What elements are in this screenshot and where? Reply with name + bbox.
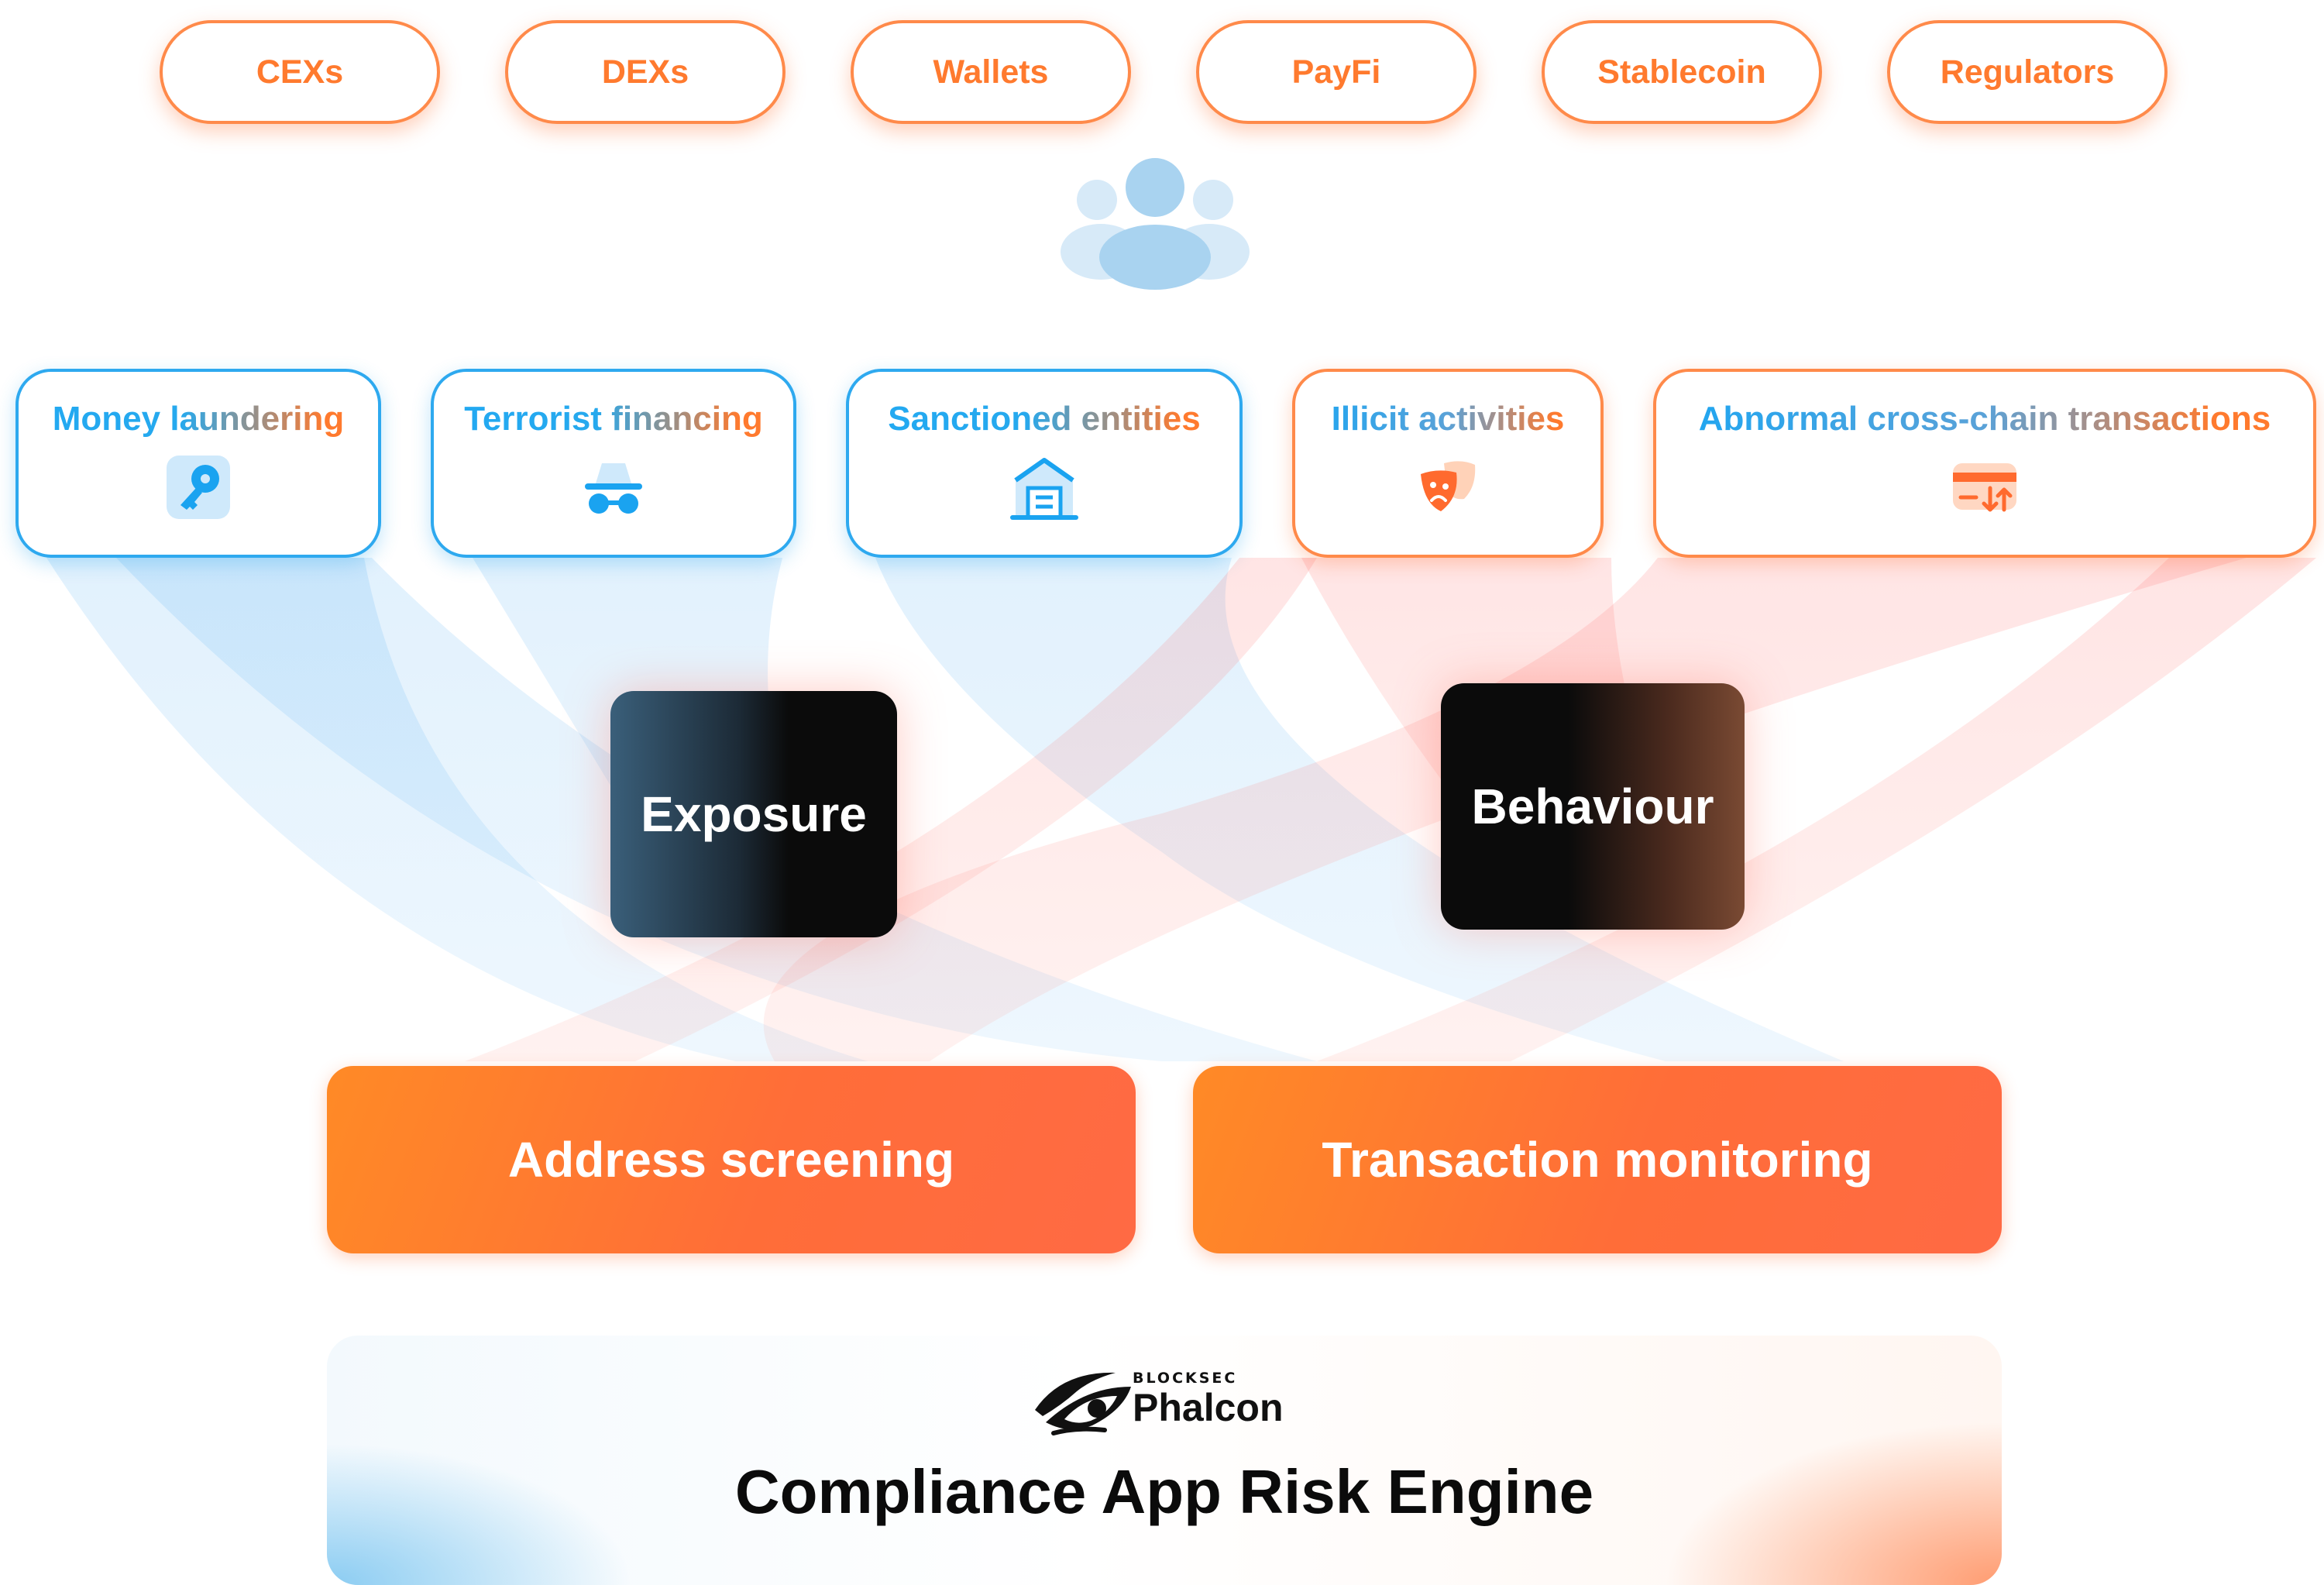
users-group-icon <box>1061 158 1250 290</box>
phalcon-eye-logo-icon <box>1035 1372 1131 1435</box>
spy-icon <box>585 463 642 514</box>
audience-cexs: CEXs <box>160 20 440 124</box>
audience-wallets: Wallets <box>851 20 1131 124</box>
risk-card-sanctioned-entities: Sanctioned entities <box>846 369 1243 558</box>
risk-card-terrorist-financing: Terrorist financing <box>431 369 796 558</box>
behaviour-category: Behaviour <box>1441 683 1745 930</box>
address-screening-block: Address screening <box>327 1066 1136 1253</box>
risk-label: Illicit activities <box>1295 400 1600 438</box>
risk-card-illicit-activities: Illicit activities <box>1292 369 1604 558</box>
flow-ribbon <box>465 558 1317 1061</box>
flow-ribbon <box>116 558 1317 1061</box>
risk-card-money-laundering: Money laundering <box>15 369 381 558</box>
key-icon <box>167 456 230 519</box>
theater-masks-icon <box>1421 461 1476 511</box>
risk-label: Abnormal cross-chain transactions <box>1656 400 2313 438</box>
flow-ribbon <box>1317 558 2316 1061</box>
risk-label: Sanctioned entities <box>849 400 1239 438</box>
risk-label: Terrorist financing <box>434 400 793 438</box>
risk-engine-panel: BLOCKSEC Phalcon Compliance App Risk Eng… <box>327 1336 2002 1585</box>
audience-regulators: Regulators <box>1887 20 2168 124</box>
transaction-monitoring-block: Transaction monitoring <box>1193 1066 2002 1253</box>
brand-label: Phalcon <box>1133 1386 1284 1429</box>
warehouse-icon <box>1010 458 1078 520</box>
risk-card-abnormal-cross-chain-transactions: Abnormal cross-chain transactions <box>1653 369 2316 558</box>
card-transfer-icon <box>1953 463 2016 512</box>
engine-title: Compliance App Risk Engine <box>734 1457 1594 1526</box>
exposure-category: Exposure <box>610 691 897 937</box>
brand-small-label: BLOCKSEC <box>1133 1370 1238 1387</box>
risk-label: Money laundering <box>19 400 378 438</box>
audience-payfi: PayFi <box>1196 20 1477 124</box>
flow-ribbon <box>763 558 2247 1061</box>
audience-stablecoin: Stablecoin <box>1542 20 1822 124</box>
audience-dexs: DEXs <box>505 20 786 124</box>
